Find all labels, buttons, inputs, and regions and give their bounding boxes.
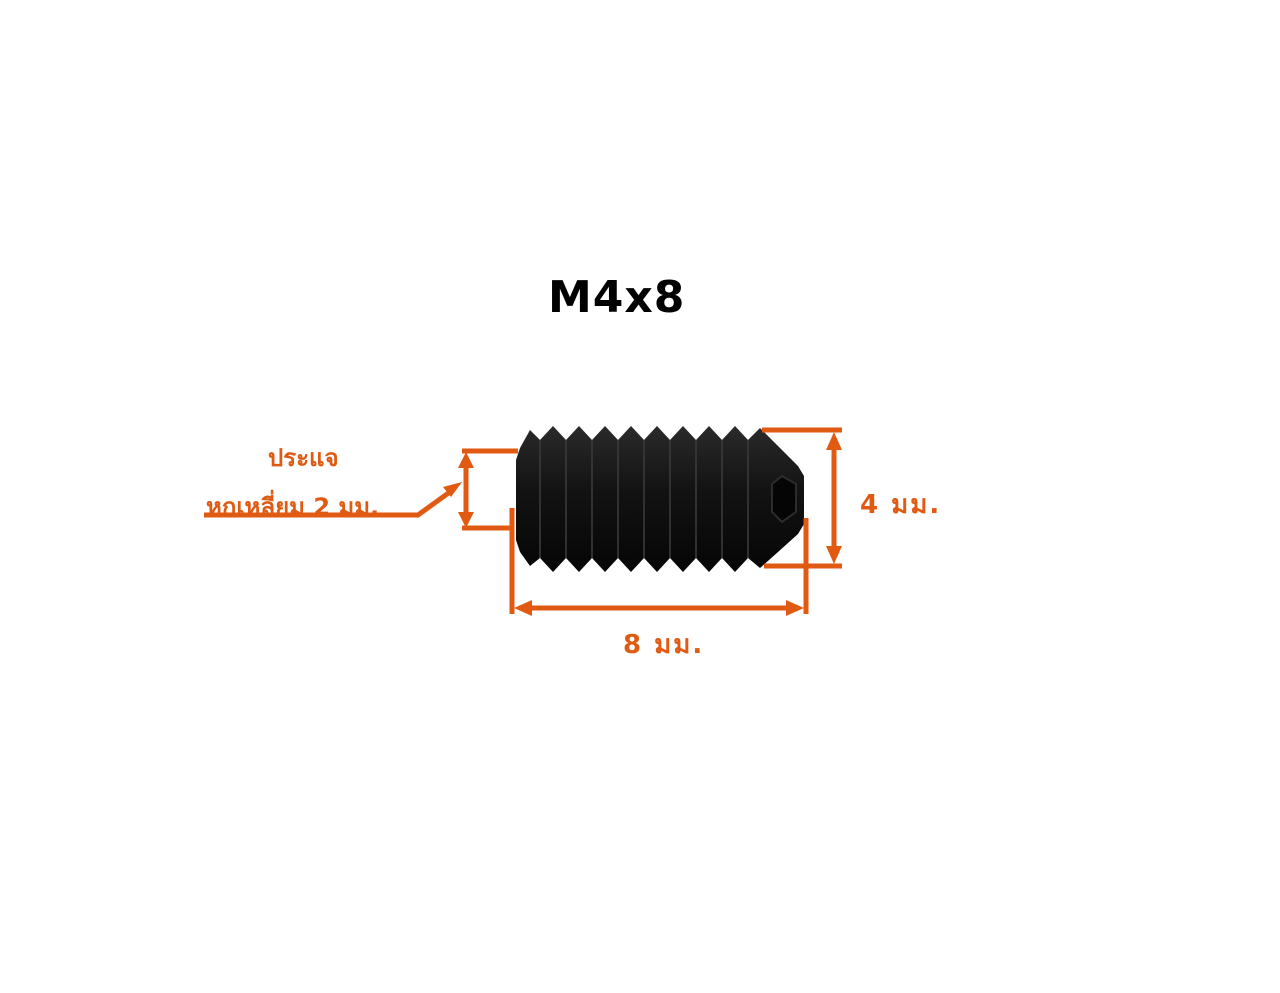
thread-lines xyxy=(539,440,749,558)
product-title: M4x8 xyxy=(548,272,686,323)
hex-socket-icon xyxy=(771,474,797,524)
dia-arrow-down xyxy=(826,546,842,564)
wrench-arrow-down xyxy=(458,512,474,528)
wrench-size-label-line2: หกเหลี่ยม 2 มม. xyxy=(206,493,380,521)
screw-body xyxy=(516,426,804,572)
wrench-leader xyxy=(204,486,456,518)
set-screw xyxy=(516,426,804,572)
leader-arrow xyxy=(443,482,462,497)
dimension-arrowheads xyxy=(443,432,842,616)
diameter-label: 4 มม. xyxy=(860,490,942,520)
len-arrow-right xyxy=(786,600,804,616)
length-label: 8 มม. xyxy=(623,630,705,660)
dimension-lines xyxy=(204,427,842,614)
wrench-arrow-up xyxy=(458,452,474,468)
dia-arrow-up xyxy=(826,432,842,450)
wrench-size-label-line1: ประแจ xyxy=(268,444,339,472)
len-arrow-left xyxy=(514,600,532,616)
